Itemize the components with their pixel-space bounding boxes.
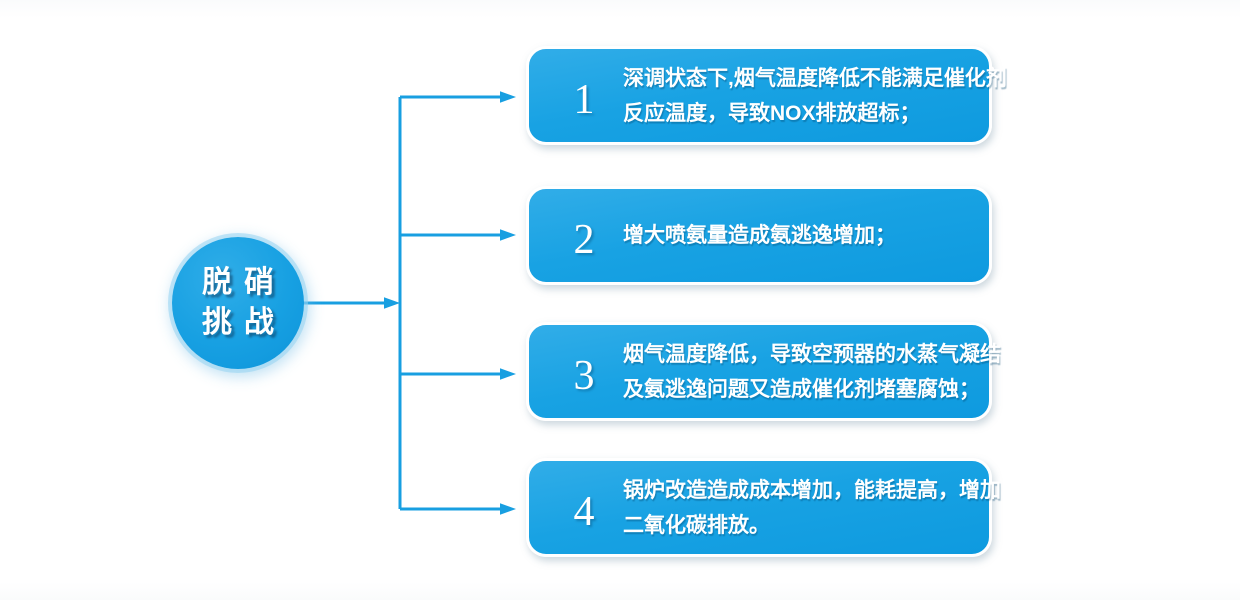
item-4-text-line-2: 二氧化碳排放。 <box>623 513 770 537</box>
challenge-circle: 脱硝 挑战 <box>172 237 304 369</box>
item-4-text-line-1: 锅炉改造造成成本增加，能耗提高，增加 <box>623 478 1001 502</box>
arrow-circle-to-trunk <box>303 297 400 309</box>
challenge-item-4: 4 锅炉改造造成成本增加，能耗提高，增加 二氧化碳排放。 <box>526 458 1001 557</box>
item-1-text: 深调状态下,烟气温度降低不能满足催化剂 反应温度，导致NOX排放超标； <box>623 61 1007 131</box>
challenge-item-2: 2 增大喷氨量造成氨逃逸增加； <box>526 186 992 285</box>
item-2-text: 增大喷氨量造成氨逃逸增加； <box>623 218 896 253</box>
item-3-text: 烟气温度降低，导致空预器的水蒸气凝结 及氨逃逸问题又造成催化剂堵塞腐蚀； <box>623 337 1001 407</box>
item-1-text-line-2: 反应温度，导致NOX排放超标； <box>623 101 921 125</box>
arrow-to-item-4 <box>400 503 516 515</box>
arrow-to-item-2 <box>400 229 516 241</box>
item-1-number: 1 <box>573 77 595 123</box>
arrow-to-item-3 <box>400 368 516 380</box>
item-4-text: 锅炉改造造成成本增加，能耗提高，增加 二氧化碳排放。 <box>623 473 1001 543</box>
item-1-text-line-1: 深调状态下,烟气温度降低不能满足催化剂 <box>623 66 1007 90</box>
challenge-item-1: 1 深调状态下,烟气温度降低不能满足催化剂 反应温度，导致NOX排放超标； <box>526 46 1007 145</box>
item-3-text-line-1: 烟气温度降低，导致空预器的水蒸气凝结 <box>623 342 1001 366</box>
challenge-item-3: 3 烟气温度降低，导致空预器的水蒸气凝结 及氨逃逸问题又造成催化剂堵塞腐蚀； <box>526 322 1001 421</box>
item-3-number: 3 <box>573 353 595 399</box>
circle-label-line-1: 脱硝 <box>202 266 286 299</box>
item-2-number: 2 <box>573 217 595 263</box>
item-2-text-line-1: 增大喷氨量造成氨逃逸增加； <box>623 224 896 247</box>
arrow-to-item-1 <box>400 91 516 103</box>
item-3-text-line-2: 及氨逃逸问题又造成催化剂堵塞腐蚀； <box>623 377 980 401</box>
circle-label-line-2: 挑战 <box>202 306 286 339</box>
item-4-number: 4 <box>573 489 595 535</box>
